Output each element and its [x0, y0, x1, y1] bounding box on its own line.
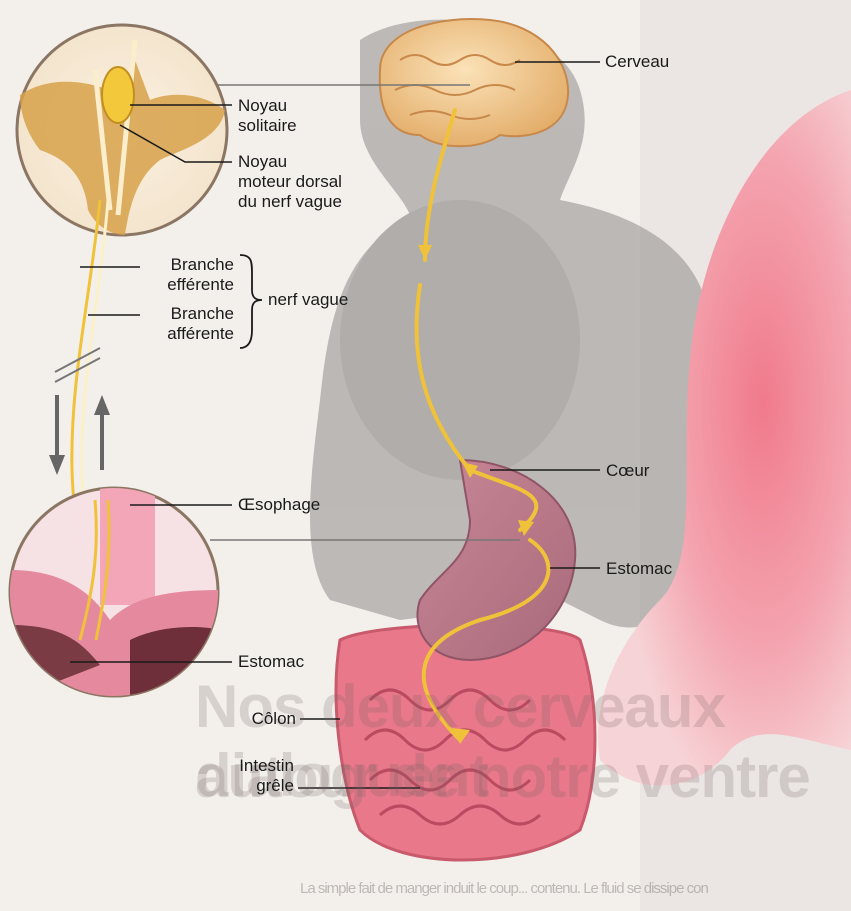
brain — [380, 19, 568, 146]
label-colon: Côlon — [232, 709, 296, 729]
label-noyau-solitaire: Noyau solitaire — [238, 96, 297, 136]
label-oesophage: Œsophage — [238, 495, 320, 515]
background-body-text: La simple fait de manger induit le coup.… — [300, 880, 708, 897]
label-estomac-left: Estomac — [238, 652, 304, 672]
zoom-circle-brainstem — [17, 25, 227, 235]
label-branche-afferente: Branche afférente — [142, 304, 234, 344]
label-cerveau: Cerveau — [605, 52, 669, 72]
label-coeur: Cœur — [606, 461, 649, 481]
label-noyau-moteur: Noyau moteur dorsal du nerf vague — [238, 152, 342, 212]
label-branche-efferente: Branche efférente — [142, 255, 234, 295]
label-nerf-vague: nerf vague — [268, 290, 348, 310]
label-intestin: Intestin grêle — [196, 756, 294, 796]
label-estomac-right: Estomac — [606, 559, 672, 579]
